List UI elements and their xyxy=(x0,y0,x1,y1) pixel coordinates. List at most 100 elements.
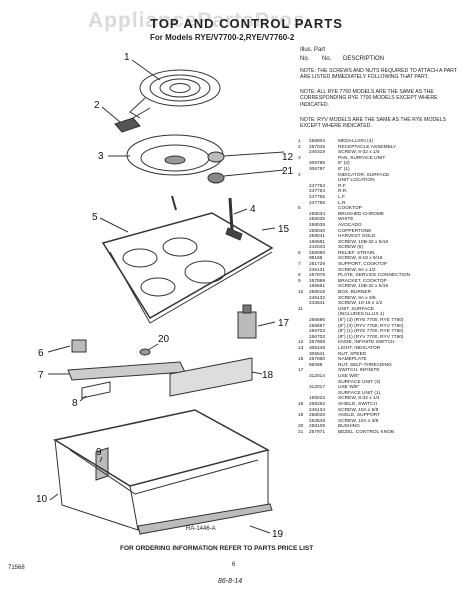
part-description: SWITCH, INFINITE xyxy=(338,368,380,374)
callout-4: 4 xyxy=(250,204,256,215)
part-number: 98168 xyxy=(309,256,323,262)
watermark: AppliancePartsPros xyxy=(88,9,306,32)
model-numbers: For Models RYE/V7700-2,RYE/V7760-2 xyxy=(150,33,295,42)
description-header: DESCRIPTION xyxy=(343,56,385,62)
part-description: BRACKET, COOKTOP xyxy=(338,278,387,284)
drawing-code: RA-1446-A xyxy=(186,526,216,532)
part-number: 256686 xyxy=(309,318,326,323)
part-number: 253549 xyxy=(309,418,326,424)
callout-10: 10 xyxy=(36,494,48,505)
callout-1: 1 xyxy=(124,52,130,63)
illus-no: 15 xyxy=(298,357,304,363)
part-number: 256687 xyxy=(309,323,326,329)
illus-no: 10 xyxy=(298,290,304,296)
callout-7: 7 xyxy=(38,370,44,381)
illus-no: 8 xyxy=(298,273,301,279)
part-description: NUT, SPEED xyxy=(338,351,367,357)
part-description: SCREW, 10-16 x 1/2 xyxy=(338,301,383,307)
control-knob xyxy=(207,151,225,184)
burner-box xyxy=(53,409,271,531)
illus-no: 17 xyxy=(298,368,304,374)
callout-17: 17 xyxy=(278,318,290,329)
part-number: 166681 xyxy=(309,239,326,245)
part-number: 257878 xyxy=(309,273,326,279)
part-description: BRUSHED CHROME xyxy=(338,211,385,217)
illus-no: 5 xyxy=(298,206,301,212)
part-row: 256702(8") (1) (RYE 7700, RYE 7760) xyxy=(298,329,468,335)
part-description: INDICATOR, SURFACE xyxy=(338,172,390,178)
part-number: 247756 xyxy=(309,200,326,206)
part-number: 98398 xyxy=(309,362,323,368)
part-description: (8") (1) (RYE 7700, RYE 7760) xyxy=(338,329,404,335)
part-number: 242043 xyxy=(309,245,326,251)
part-number: 257899 xyxy=(309,278,326,284)
part-row: 256686(6") (3) (RYE 7700, RYE 7760) xyxy=(298,318,468,324)
part-description: SHIELD, SWITCH xyxy=(338,401,377,407)
part-description: USE W/8" xyxy=(338,385,360,391)
part-number: 246131 xyxy=(309,267,326,273)
part-description: SCREW, 8-32 x 1/4 xyxy=(338,150,380,156)
illus-no: 20 xyxy=(298,424,304,430)
part-number: 247755 xyxy=(309,194,326,200)
infinite-switch xyxy=(237,304,257,339)
part-description: BEZEL, CONTROL KNOB xyxy=(338,429,395,435)
part-description: USE W/6" xyxy=(338,373,360,379)
part-no-header: No. xyxy=(322,56,332,62)
note-ryv: NOTE: RYV MODELS ARE THE SAME AS THE RYE… xyxy=(300,117,447,130)
part-number: 306796 xyxy=(309,161,326,167)
part-description: SCREW, 8-32 x 1/4 xyxy=(338,396,380,402)
callout-5: 5 xyxy=(92,212,98,223)
note-rye7760: NOTE: ALL RYE 7760 MODELS ARE THE SAME A… xyxy=(300,89,438,108)
part-number: 246134 xyxy=(309,407,326,413)
part-description: BUSHING xyxy=(338,424,360,430)
part-description: SCREW, 10A x 5/8 xyxy=(338,407,379,413)
part-number: 251729 xyxy=(309,262,326,268)
part-description: SURFACE UNIT (1) xyxy=(338,390,381,396)
part-row: SURFACE UNIT (1) xyxy=(298,391,468,397)
part-row: 256703(8") (1) (RYV 7700, RYV 7760) xyxy=(298,335,468,341)
callout-8: 8 xyxy=(72,398,78,409)
part-description: KNOB, INFINITE SWITCH xyxy=(338,340,395,346)
part-description: SCREW, 10B-32 x 5/16 xyxy=(338,284,389,290)
part-description: HARVEST GOLD xyxy=(338,234,376,240)
cooktop xyxy=(101,212,274,324)
callout-6: 6 xyxy=(38,348,44,359)
part-description: WHITE xyxy=(338,217,354,223)
illus-no: 2 xyxy=(298,144,301,150)
part-description: (8") (1) (RYV 7700, RYV 7760) xyxy=(338,334,404,340)
part-number: 258026 xyxy=(309,413,326,419)
illus-no: 12 xyxy=(298,340,304,346)
part-description: UNIT LOCATION xyxy=(338,178,375,184)
callout-2: 2 xyxy=(94,100,100,111)
illus-no: 21 xyxy=(298,429,304,435)
